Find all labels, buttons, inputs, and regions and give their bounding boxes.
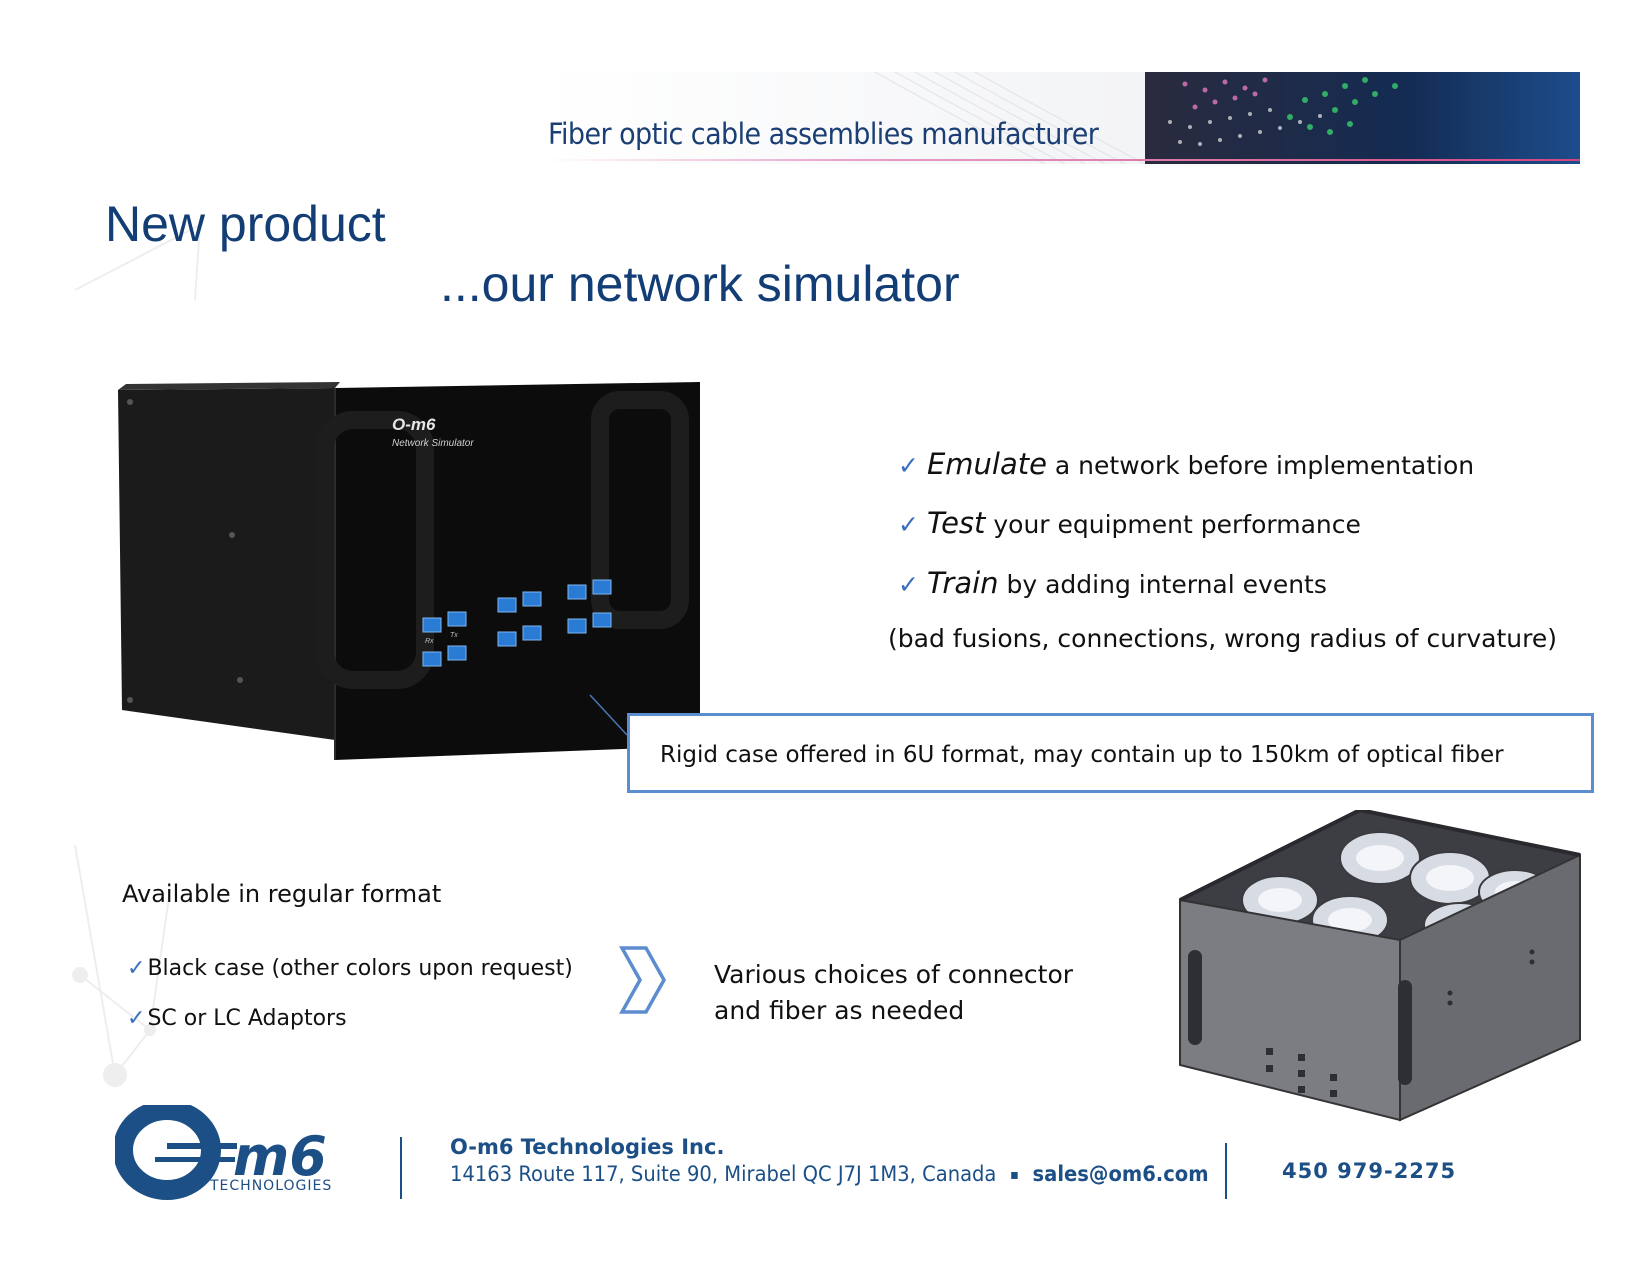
photo-brand-text: O-m6: [392, 415, 436, 434]
footer-divider: [400, 1137, 402, 1199]
various-line-2: and fiber as needed: [714, 996, 965, 1025]
case-3d-rendering: [1179, 810, 1581, 1122]
om6-logo: m6: [115, 1105, 327, 1200]
logo-wordmark: m6: [233, 1125, 327, 1188]
availability-item: ✓Black case (other colors upon request): [127, 956, 573, 981]
feature-keyword: Emulate: [926, 447, 1047, 481]
banner-tagline: Fiber optic cable assemblies manufacture…: [548, 117, 1099, 151]
email-link[interactable]: sales@om6.com: [1032, 1162, 1209, 1186]
feature-test: ✓Test your equipment performance: [898, 506, 1361, 540]
footer-divider: [1225, 1143, 1227, 1199]
feature-keyword: Train: [926, 566, 999, 600]
phone-number[interactable]: 450 979-2275: [1282, 1159, 1457, 1183]
availability-item-text: Black case (other colors upon request): [147, 956, 573, 981]
callout-box: Rigid case offered in 6U format, may con…: [627, 713, 1594, 793]
port-label-tx: Tx: [450, 632, 458, 639]
various-choices-text: Various choices of connector and fiber a…: [714, 957, 1114, 1029]
product-photo-network-simulator: O-m6 Network Simulator Rx Tx: [118, 382, 700, 760]
feature-keyword: Test: [926, 506, 986, 540]
features-note: (bad fusions, connections, wrong radius …: [888, 624, 1557, 653]
check-icon: ✓: [898, 510, 919, 539]
check-icon: ✓: [127, 1006, 146, 1031]
photo-model-text: Network Simulator: [392, 438, 474, 449]
feature-text: your equipment performance: [985, 510, 1361, 539]
chevron-right-icon: [619, 946, 667, 1014]
availability-item-text: SC or LC Adaptors: [147, 1006, 347, 1031]
feature-emulate: ✓Emulate a network before implementation: [898, 447, 1474, 481]
various-line-1: Various choices of connector: [714, 960, 1074, 989]
address-text: 14163 Route 117, Suite 90, Mirabel QC J7…: [450, 1162, 997, 1186]
check-icon: ✓: [898, 451, 919, 480]
callout-text: Rigid case offered in 6U format, may con…: [660, 742, 1504, 768]
banner-graphic: [545, 72, 1580, 164]
page-title: New product: [105, 196, 386, 252]
header-banner: [545, 72, 1580, 164]
feature-train: ✓Train by adding internal events: [898, 566, 1327, 600]
check-icon: ✓: [898, 570, 919, 599]
port-label-rx: Rx: [425, 638, 434, 645]
availability-heading: Available in regular format: [122, 880, 442, 908]
feature-text: a network before implementation: [1046, 451, 1475, 480]
availability-item: ✓SC or LC Adaptors: [127, 1006, 347, 1031]
separator-bullet: ▪: [1010, 1167, 1019, 1183]
company-address: 14163 Route 117, Suite 90, Mirabel QC J7…: [450, 1162, 1209, 1186]
logo-subtitle: TECHNOLOGIES: [210, 1178, 333, 1194]
callout-leader-line: [589, 694, 628, 736]
feature-text: by adding internal events: [998, 570, 1327, 599]
check-icon: ✓: [127, 956, 146, 981]
page-subtitle: ...our network simulator: [440, 256, 960, 312]
company-name: O-m6 Technologies Inc.: [450, 1135, 725, 1159]
